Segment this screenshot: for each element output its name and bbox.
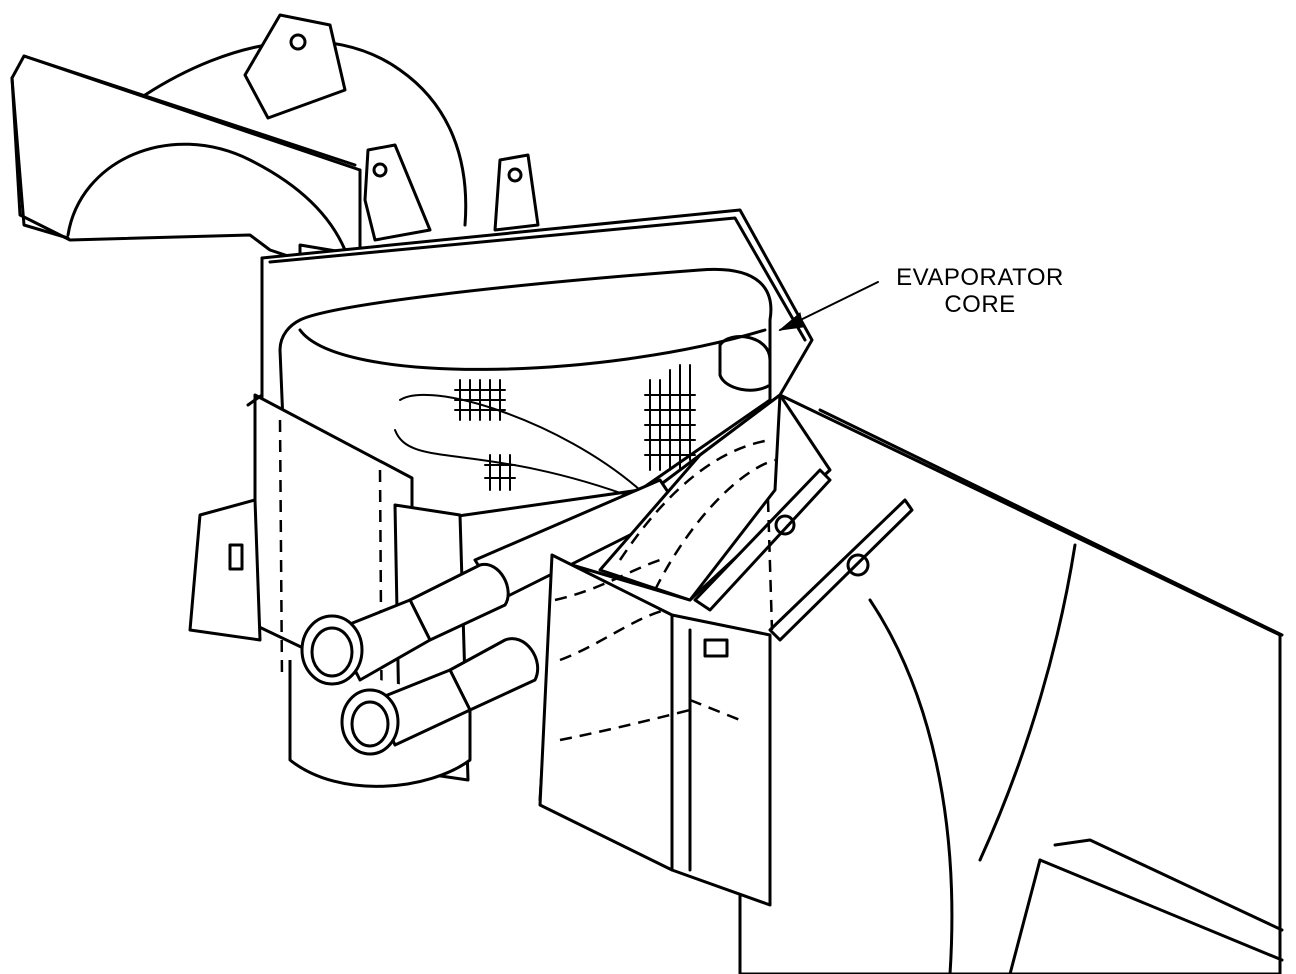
door-hinge-right xyxy=(768,498,914,642)
blower-housing xyxy=(10,39,468,262)
mounting-bracket-right xyxy=(493,153,540,232)
front-frame xyxy=(538,499,774,907)
evaporator-core-label-line2: CORE xyxy=(944,291,1016,318)
blend-door xyxy=(598,393,782,602)
callout-leader xyxy=(778,281,879,331)
evaporator-core-label: EVAPORATOR xyxy=(896,264,1064,291)
mounting-bracket-middle xyxy=(363,143,432,242)
evaporator-core xyxy=(278,267,773,522)
mounting-bracket-top xyxy=(243,13,347,120)
door-hinge-left xyxy=(693,468,832,612)
refrigerant-tube-lower xyxy=(340,637,540,756)
